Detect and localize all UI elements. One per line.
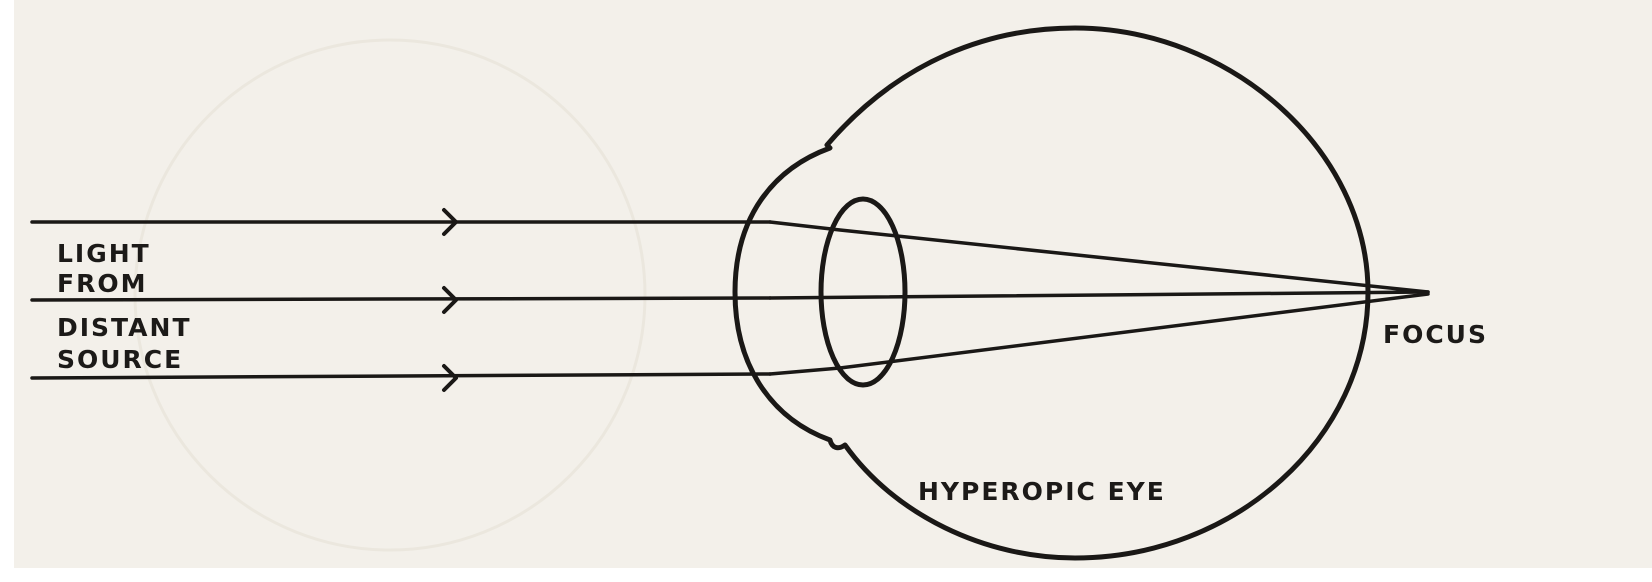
paper-bottom-shade [0,568,1652,582]
source-label-line-4: SOURCE [57,345,183,374]
focus-label: FOCUS [1383,320,1488,349]
ray-middle-incoming [32,298,770,300]
source-label-line-2: FROM [57,269,147,298]
source-label-line-3: DISTANT [57,313,192,342]
paper-left-shade [0,0,14,582]
eye-label: HYPEROPIC EYE [918,477,1166,506]
source-label-line-1: LIGHT [57,239,151,268]
